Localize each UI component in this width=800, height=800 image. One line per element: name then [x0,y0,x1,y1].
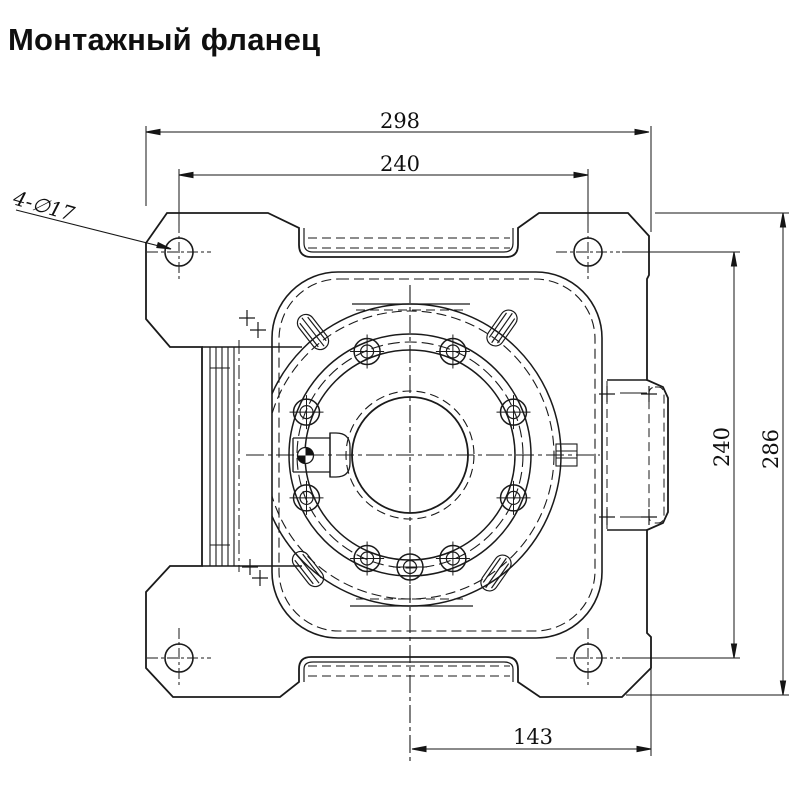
bolt-hole [289,480,324,515]
bolt-hole [496,395,531,430]
bolt-hole [289,395,324,430]
dimension-lines [15,126,789,756]
bolt-hole [435,334,470,369]
gusset-oval [296,313,330,351]
dim-overall-width [145,126,652,232]
top-slot [303,228,514,253]
gusset-ovals [291,309,518,592]
gusset-oval [291,550,325,588]
right-connector [555,443,578,467]
dim-hole-pitch-v-label: 240 [710,427,734,467]
dim-hole-pitch-h-label: 240 [380,152,420,176]
corner-hole [147,628,211,688]
corner-hole [147,222,211,282]
body-outline [145,212,669,698]
dim-overall-height-label: 286 [759,429,783,469]
bottom-slot [303,661,514,682]
dimension-labels: 298 240 240 286 143 4-∅17 [10,109,783,749]
left-connector [292,432,351,478]
page-title: Монтажный фланец [8,22,321,57]
dim-hole-pitch-v [622,251,740,659]
corner-holes [147,222,620,688]
dim-overall-width-label: 298 [380,109,420,133]
corner-hole [556,628,620,688]
corner-hole [556,222,620,282]
flange-body [145,212,669,698]
datum-marker [296,446,315,465]
gusset-oval [486,309,518,347]
left-ribs [202,340,302,572]
center-bore [351,396,469,514]
bore-chamfer [345,390,475,520]
centerlines [246,285,600,762]
leader-corner-holes [15,209,172,250]
bolt-hole [350,541,385,576]
bolt-holes [289,334,531,584]
dim-overall-height [626,212,789,696]
bolt-hole [496,480,531,515]
dim-hole-pitch-h [178,169,589,226]
reference-crosses [239,310,657,586]
corner-holes-label: 4-∅17 [10,185,78,226]
mounting-pad [271,271,603,639]
gusset-oval [480,554,512,592]
dim-axis-to-edge-label: 143 [513,725,553,749]
bolt-hole [350,334,385,369]
bolt-hole [393,550,427,584]
dim-axis-to-edge [411,640,652,756]
bolt-hole [435,541,470,576]
right-lug [606,379,665,531]
